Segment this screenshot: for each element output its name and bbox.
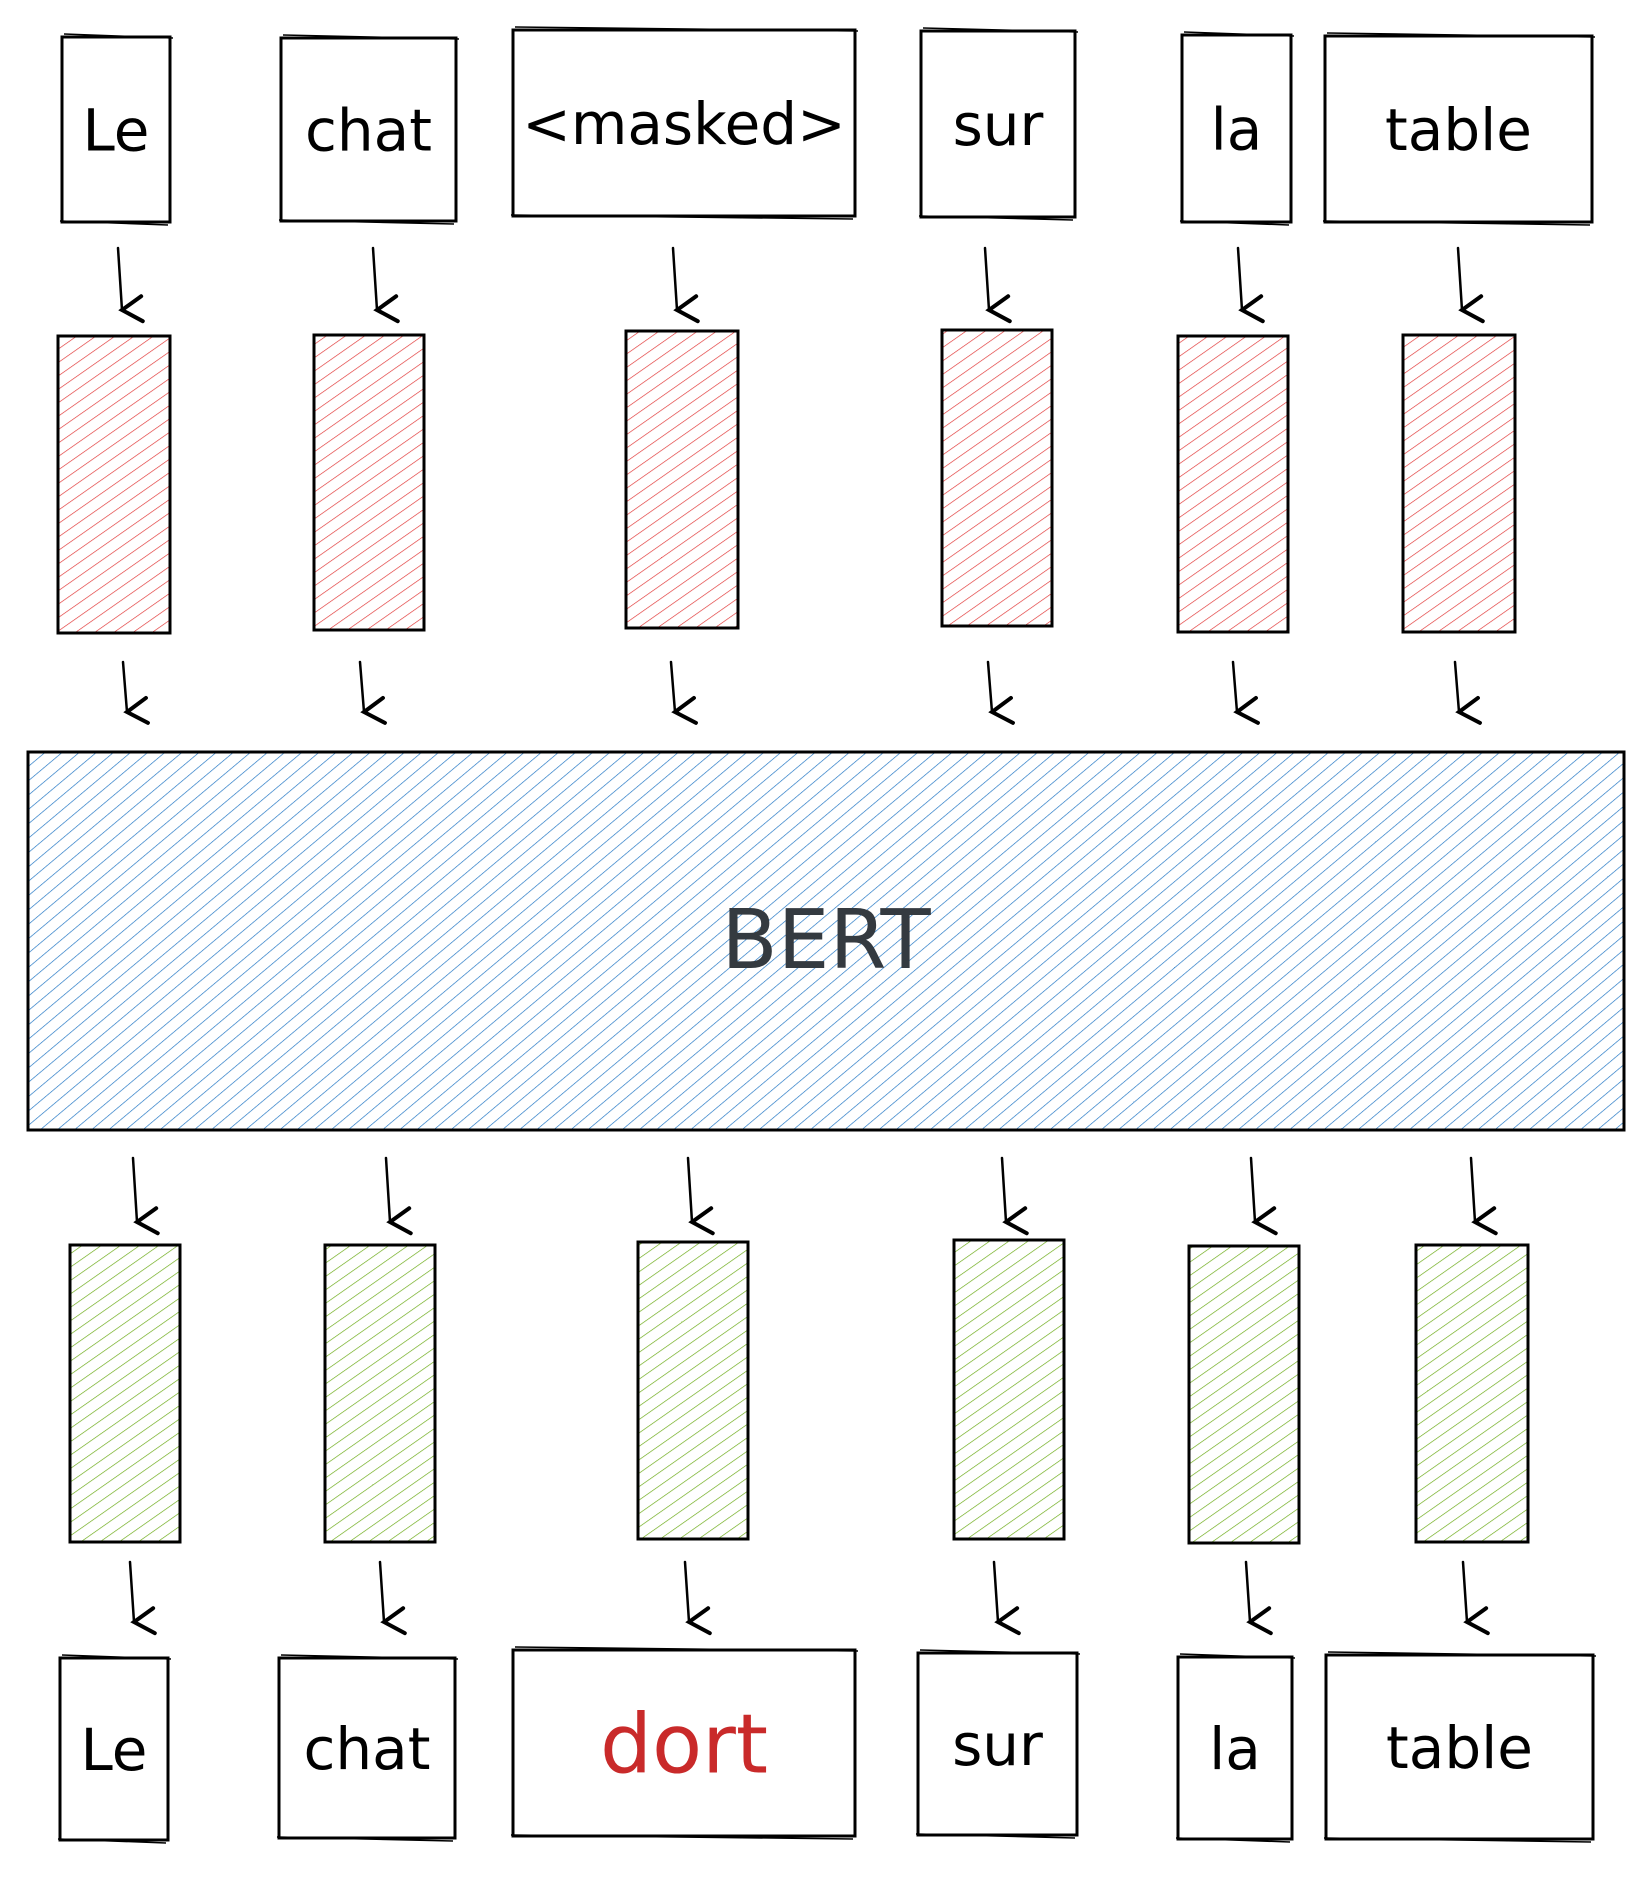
output-token-label: chat [304,1715,431,1783]
output-token-box [511,1648,857,1838]
down-arrow [671,246,700,324]
output-token-4: sur [915,1649,1081,1839]
input-token-label: <masked> [522,90,845,158]
output-embedding-5 [1187,1244,1301,1545]
input-token-box [1323,34,1594,224]
down-arrow [1461,1560,1490,1636]
output-token-2: chat [276,1654,459,1842]
output-token-label: sur [952,1711,1043,1779]
input-token-box [919,29,1077,219]
output-token-box [1324,1653,1595,1841]
input-embedding-2 [312,333,426,632]
down-arrow [1469,1156,1498,1236]
input-embedding-5 [1176,334,1290,634]
input-token-box [279,36,458,223]
input-token-5: la [1179,31,1295,226]
output-token-5: la [1175,1653,1296,1843]
output-token-box-sketch [57,1654,172,1844]
input-token-box [511,28,857,218]
down-arrow [1453,660,1482,725]
down-arrow [116,246,145,324]
down-arrow [121,660,150,725]
input-token-box-sketch [918,27,1079,221]
token-to-embedding-arrows [116,246,1485,324]
output-token-row: Le chat dort sur la table [57,1646,1597,1844]
input-token-box-sketch [1322,32,1596,226]
embedding-to-bert-arrows [121,660,1482,725]
input-token-4: sur [918,27,1079,221]
output-token-box-sketch [915,1649,1081,1839]
input-token-box-sketch [59,33,174,226]
down-arrow [384,1156,413,1236]
bert-label: BERT [721,893,931,988]
input-token-6: table [1322,32,1596,226]
output-token-box [916,1651,1079,1837]
input-token-2: chat [278,34,460,225]
down-arrow [358,660,387,725]
input-embedding-3 [624,329,740,630]
input-token-row: Le chat <masked> sur la table [59,26,1596,226]
input-embedding-1 [56,334,172,635]
output-embedding-4 [952,1238,1066,1541]
output-token-label: Le [81,1716,148,1784]
output-token-label: table [1386,1714,1533,1782]
input-embedding-6 [1401,333,1517,634]
bert-to-output-embedding-arrows [131,1156,1498,1236]
down-arrow [1236,246,1265,324]
input-token-1: Le [59,33,174,226]
output-embedding-2 [323,1243,437,1544]
output-token-box-sketch [1175,1653,1296,1843]
output-token-box [58,1656,170,1842]
down-arrow [1000,1156,1029,1236]
input-token-box-sketch [1179,31,1295,226]
output-token-1: Le [57,1654,172,1844]
input-embedding-4 [940,328,1054,628]
down-arrow [1231,660,1260,725]
down-arrow [378,1560,407,1636]
input-token-label: sur [953,91,1044,159]
output-token-box [277,1656,457,1840]
down-arrow [983,246,1012,324]
output-embedding-6 [1414,1243,1530,1544]
input-token-box [1180,33,1293,224]
input-embedding-row [56,328,1517,635]
input-token-box-sketch [278,34,460,225]
down-arrow [686,1156,715,1236]
bert-box [26,750,1626,1132]
input-token-3: <masked> [510,26,859,220]
output-token-box-sketch [1323,1651,1597,1843]
output-token-label: la [1209,1715,1261,1783]
output-token-6: table [1323,1651,1597,1843]
bert-model-block: BERT [26,750,1626,1132]
down-arrow [128,1560,157,1636]
output-token-label: dort [600,1698,768,1793]
output-token-3: dort [510,1646,859,1840]
input-token-label: chat [305,96,432,164]
down-arrow [683,1560,712,1636]
down-arrow [1249,1156,1278,1236]
input-token-label: Le [83,96,150,164]
down-arrow [371,246,400,324]
output-embedding-1 [68,1243,182,1544]
down-arrow [131,1156,160,1236]
down-arrow [1456,246,1485,324]
input-token-box [60,35,172,224]
output-token-box [1176,1655,1294,1841]
down-arrow [986,660,1015,725]
down-arrow [669,660,698,725]
input-token-box-sketch [510,26,859,220]
output-token-box-sketch [510,1646,859,1840]
output-embedding-3 [636,1240,750,1541]
input-token-label: table [1385,96,1532,164]
output-embedding-row [68,1238,1530,1545]
embedding-to-output-token-arrows [128,1560,1490,1636]
down-arrow [1244,1560,1273,1636]
down-arrow [992,1560,1021,1636]
input-token-label: la [1211,95,1263,163]
output-token-box-sketch [276,1654,459,1842]
